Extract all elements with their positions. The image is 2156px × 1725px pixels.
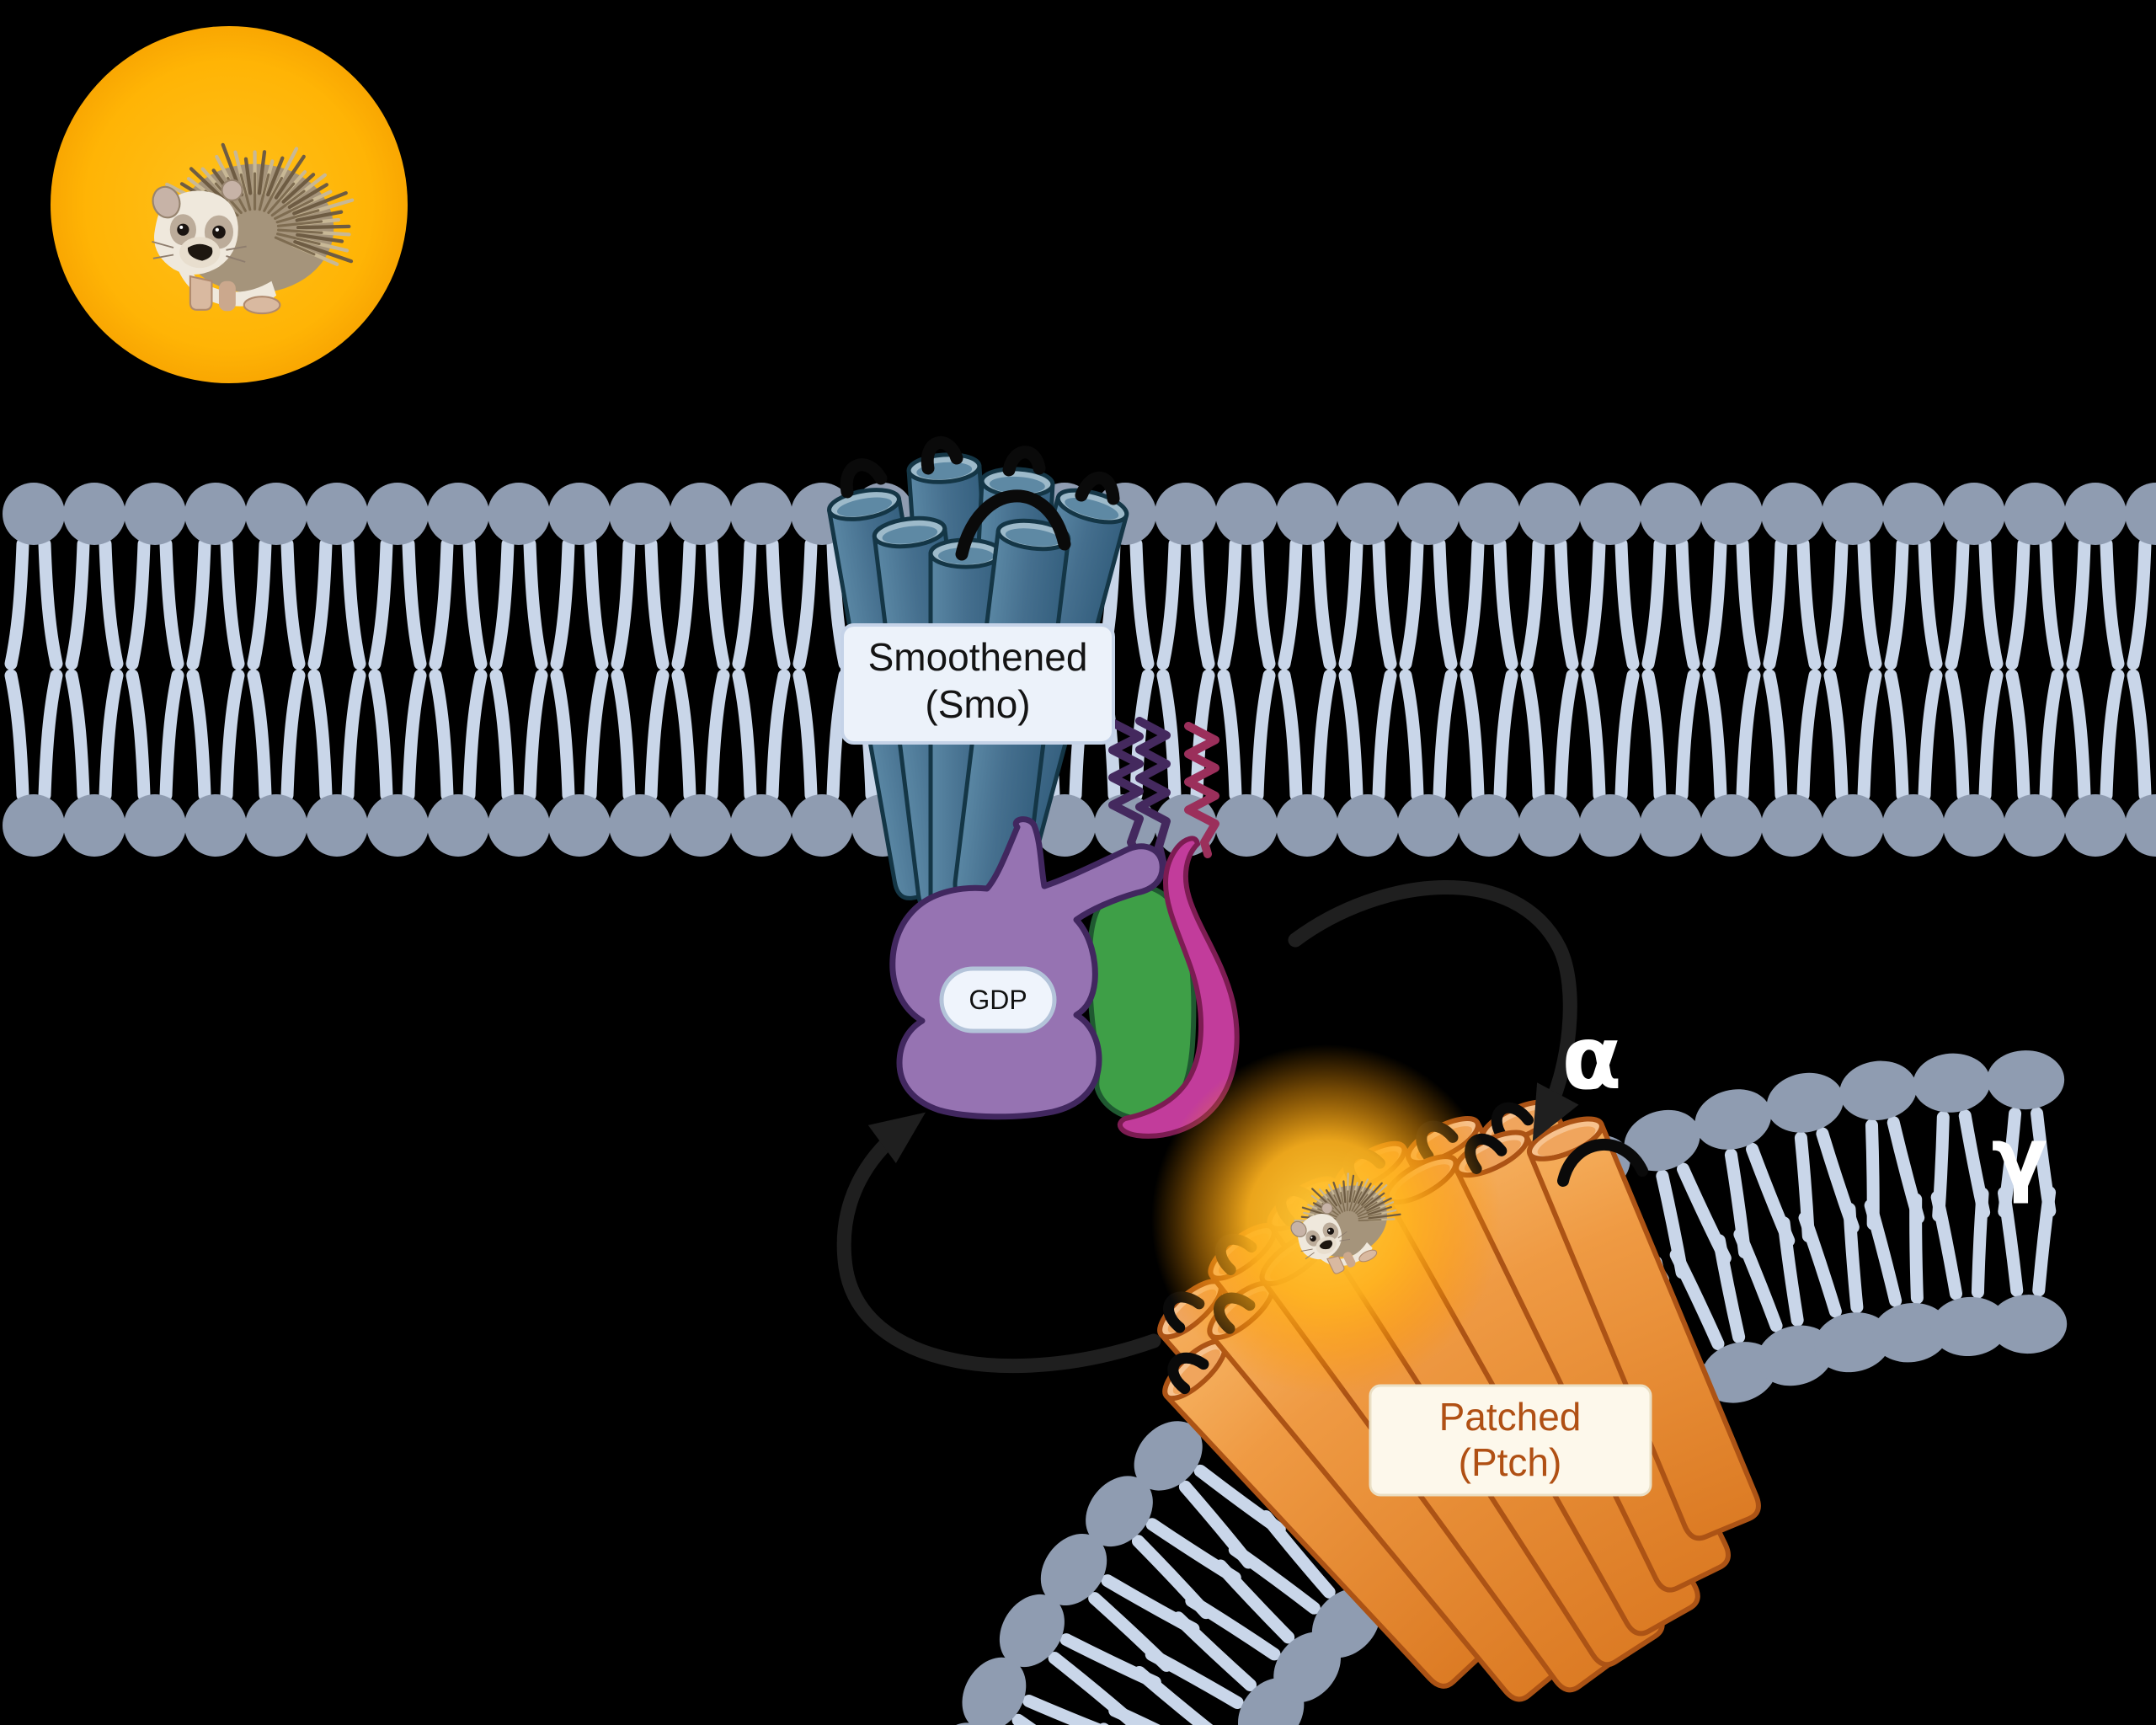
smoothened-label-box — [841, 623, 1115, 745]
extracellular-loop — [1491, 1102, 1534, 1143]
lipid-anchor-zigzag — [1184, 722, 1219, 858]
g-alpha-subunit-letter: α — [1561, 1007, 1621, 1109]
extracellular-loop — [1075, 472, 1120, 505]
lipid-anchor-zigzag — [1135, 717, 1171, 876]
patched-label-line1: Patched — [1439, 1395, 1582, 1439]
patched-label-line2: (Ptch) — [1459, 1440, 1562, 1484]
g-protein-gamma-subunit — [1117, 836, 1240, 1139]
lipid-anchor-zigzag — [1108, 718, 1144, 863]
smoothened-label-line2: (Smo) — [925, 682, 1030, 726]
gdp-label: GDP — [969, 985, 1027, 1015]
smoothened-label: Smoothened (Smo) — [841, 623, 1115, 745]
patched-ligand-overlay — [1151, 1044, 1502, 1395]
lipid-anchor-zigzags — [1108, 717, 1219, 876]
signal-arrows — [836, 880, 1579, 1374]
arrow-patched-to-gprotein — [836, 1112, 1161, 1374]
smoothened-label-line1: Smoothened — [868, 635, 1088, 679]
patched-label: Patched (Ptch) — [1369, 1384, 1652, 1497]
extracellular-loop — [1557, 1138, 1648, 1187]
g-protein-complex: GDP — [889, 816, 1240, 1139]
extracellular-loop — [955, 489, 1071, 561]
extracellular-loop — [840, 458, 888, 499]
extracellular-loop — [1167, 1352, 1209, 1395]
hedgehog-ligand-badge — [51, 26, 408, 383]
extracellular-loop — [921, 436, 963, 475]
patched-label-box — [1369, 1384, 1652, 1497]
gdp-badge — [939, 966, 1057, 1033]
extracellular-loop — [1002, 446, 1046, 477]
arrow-gprotein-to-membrane — [1288, 880, 1579, 1141]
g-gamma-subunit-letter: γ — [1992, 1110, 2048, 1206]
